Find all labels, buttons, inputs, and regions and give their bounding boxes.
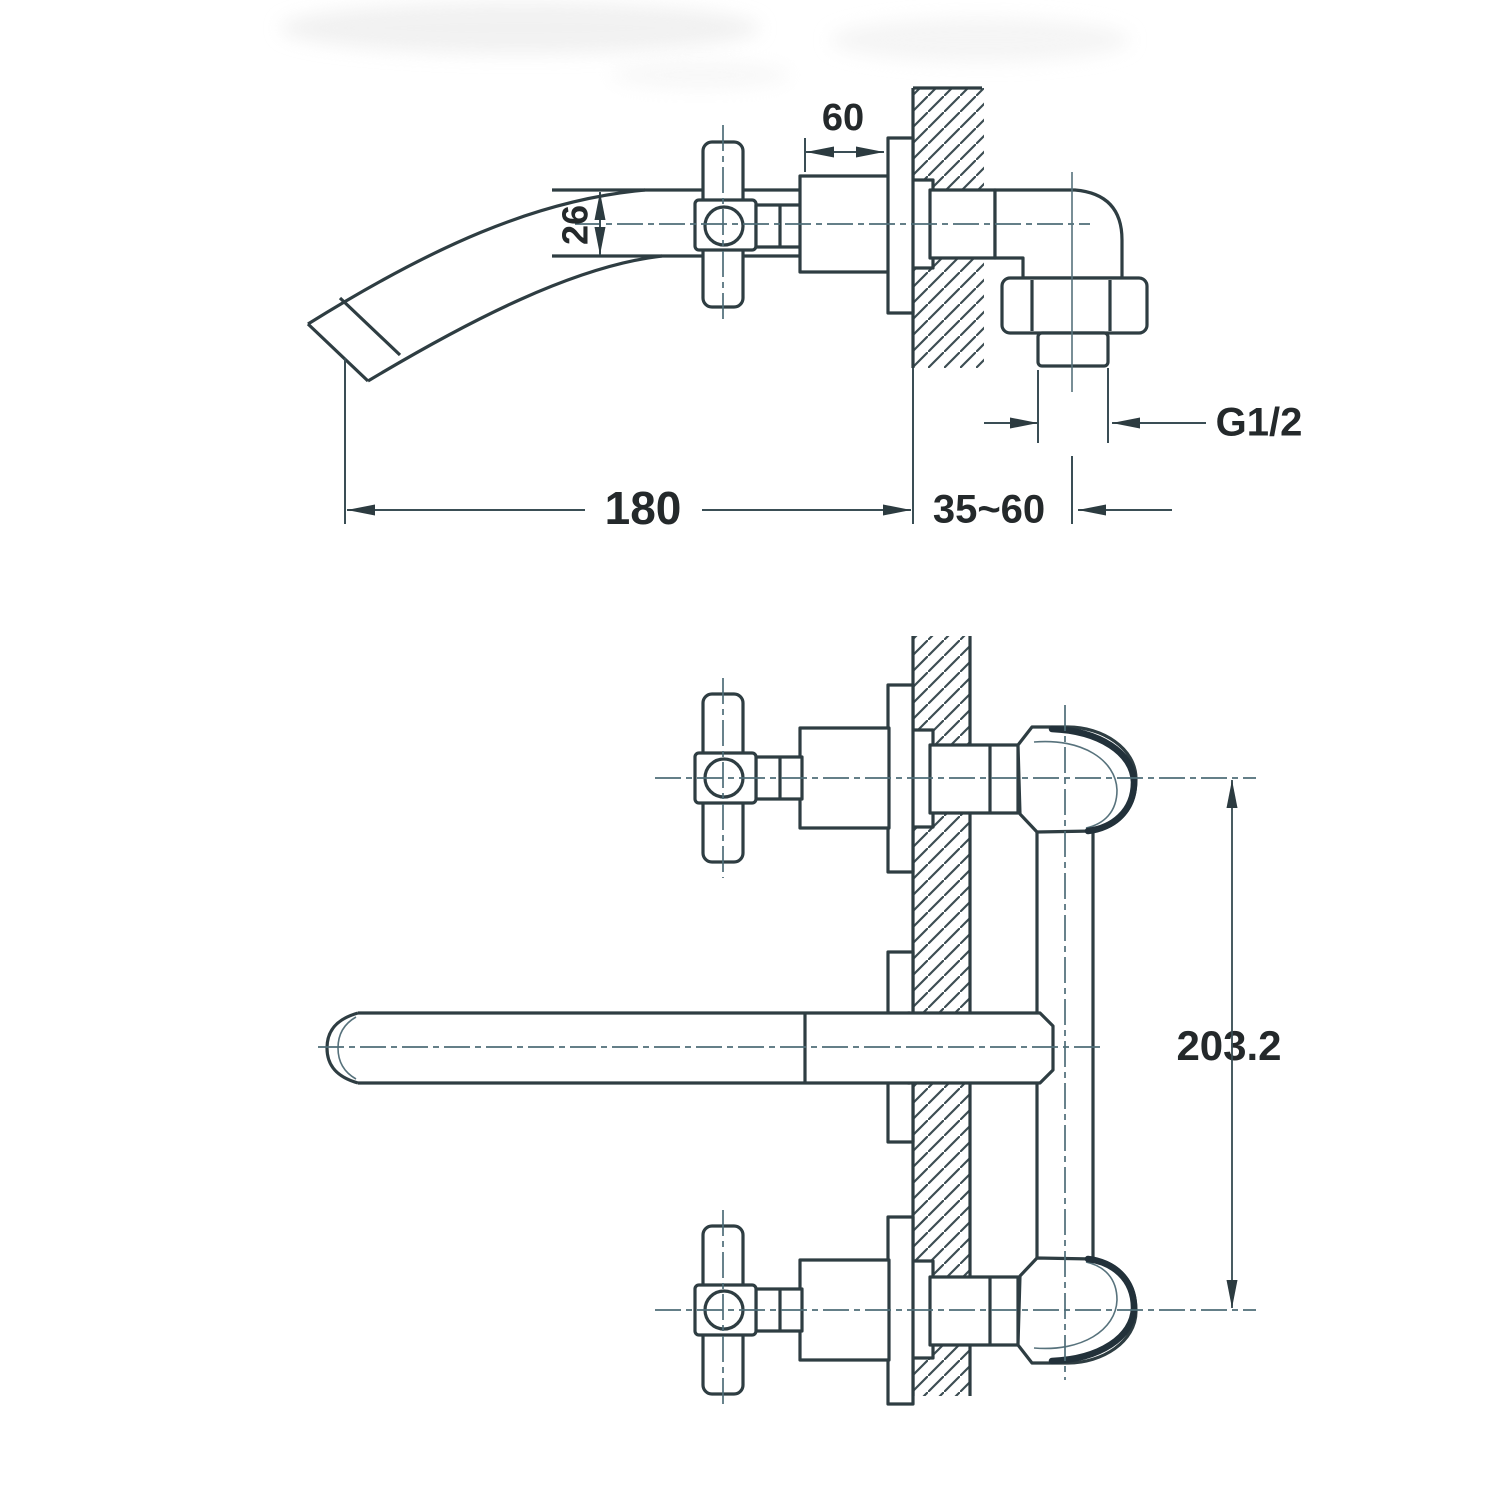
dim-26-label: 26 [555, 205, 596, 245]
scan-artifacts [280, 2, 1130, 89]
side-wall-plate [886, 136, 915, 315]
dim-203-2-label: 203.2 [1176, 1022, 1281, 1069]
spout-cap [325, 1011, 359, 1085]
spout-ring [338, 296, 402, 357]
side-centerlines [575, 125, 1090, 392]
dim-35-60-label: 35~60 [933, 488, 1045, 532]
side-hex-nut [1000, 276, 1149, 335]
dim-g12-label: G1/2 [1216, 401, 1303, 445]
spout-shank [906, 1011, 1055, 1085]
handle-ball [703, 205, 745, 247]
dim-203-2: 203.2 [1176, 780, 1282, 1308]
side-tailpiece [1036, 331, 1110, 368]
side-view: 60 26 180 35~60 [306, 86, 1302, 534]
dim-26: 26 [555, 192, 606, 255]
spout-end-face [306, 322, 370, 383]
side-spout [306, 188, 800, 383]
front-centerlines [318, 678, 1256, 1408]
wall-nipple [928, 743, 1020, 815]
front-view: 203.2 [318, 636, 1282, 1408]
dim-60: 60 [804, 97, 884, 172]
dim-g12: G1/2 [984, 368, 1302, 445]
dim-35-60: 35~60 [933, 456, 1172, 532]
elbow-fitting [993, 188, 1124, 280]
wall-nipple [928, 1275, 1020, 1347]
dim-60-label: 60 [822, 97, 864, 139]
dim-180: 180 [344, 358, 914, 534]
dim-180-label: 180 [605, 482, 682, 534]
